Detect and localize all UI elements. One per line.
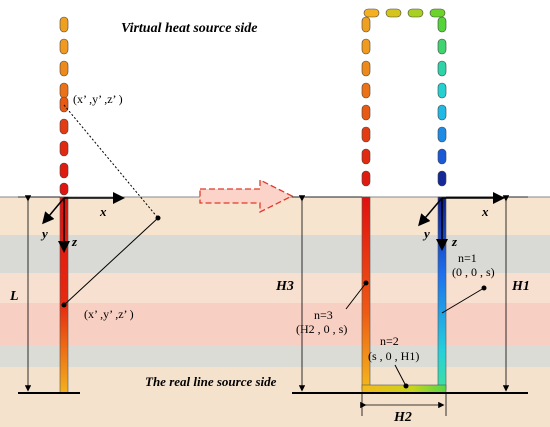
n3-point [363, 280, 369, 286]
right-y-axis [418, 197, 443, 227]
n1-label: n=1 [458, 251, 477, 265]
n2-point [403, 383, 409, 389]
left-solid-link [63, 217, 159, 306]
n1-point [481, 285, 487, 291]
dim-H1-label: H1 [511, 279, 530, 294]
left-point-marker [155, 215, 161, 221]
left-z-label: z [71, 234, 78, 249]
n1-coord: (0 , 0 , s) [452, 265, 495, 279]
dim-H3-label: H3 [275, 279, 294, 294]
n2-label: n=2 [380, 334, 399, 348]
left-virtual-beads [59, 16, 69, 196]
ground-band-3 [0, 273, 550, 303]
n2-leader [394, 364, 407, 387]
right-virtual-beads [361, 8, 447, 187]
left-y-label: y [40, 226, 48, 241]
left-real-point [61, 302, 67, 308]
n2-coord: (s , 0 , H1) [368, 349, 419, 363]
ground-band-2 [0, 235, 550, 273]
ground-band-5 [0, 345, 550, 367]
n3-leader [345, 282, 367, 310]
n3-label: n=3 [314, 308, 333, 322]
transform-arrow [199, 178, 294, 214]
n3-coord: (H2 , 0 , s) [296, 322, 347, 336]
dim-H2-label: H2 [393, 410, 412, 425]
coord-real-label: (x’ ,y’ ,z’ ) [84, 307, 134, 321]
left-x-label: x [99, 204, 107, 219]
right-x-label: x [481, 204, 489, 219]
left-y-axis [42, 197, 65, 225]
bottom-title: The real line source side [145, 374, 277, 389]
dim-L-label: L [9, 289, 19, 304]
right-z-label: z [451, 234, 458, 249]
top-title: Virtual heat source side [121, 21, 258, 36]
coord-virtual-label: (x’ ,y’ ,z’ ) [73, 92, 123, 106]
n1-leader [441, 287, 485, 314]
ground-band-4 [0, 303, 550, 345]
ground-band-6 [0, 367, 550, 427]
left-dotted-link [63, 104, 159, 219]
right-y-label: y [422, 226, 430, 241]
